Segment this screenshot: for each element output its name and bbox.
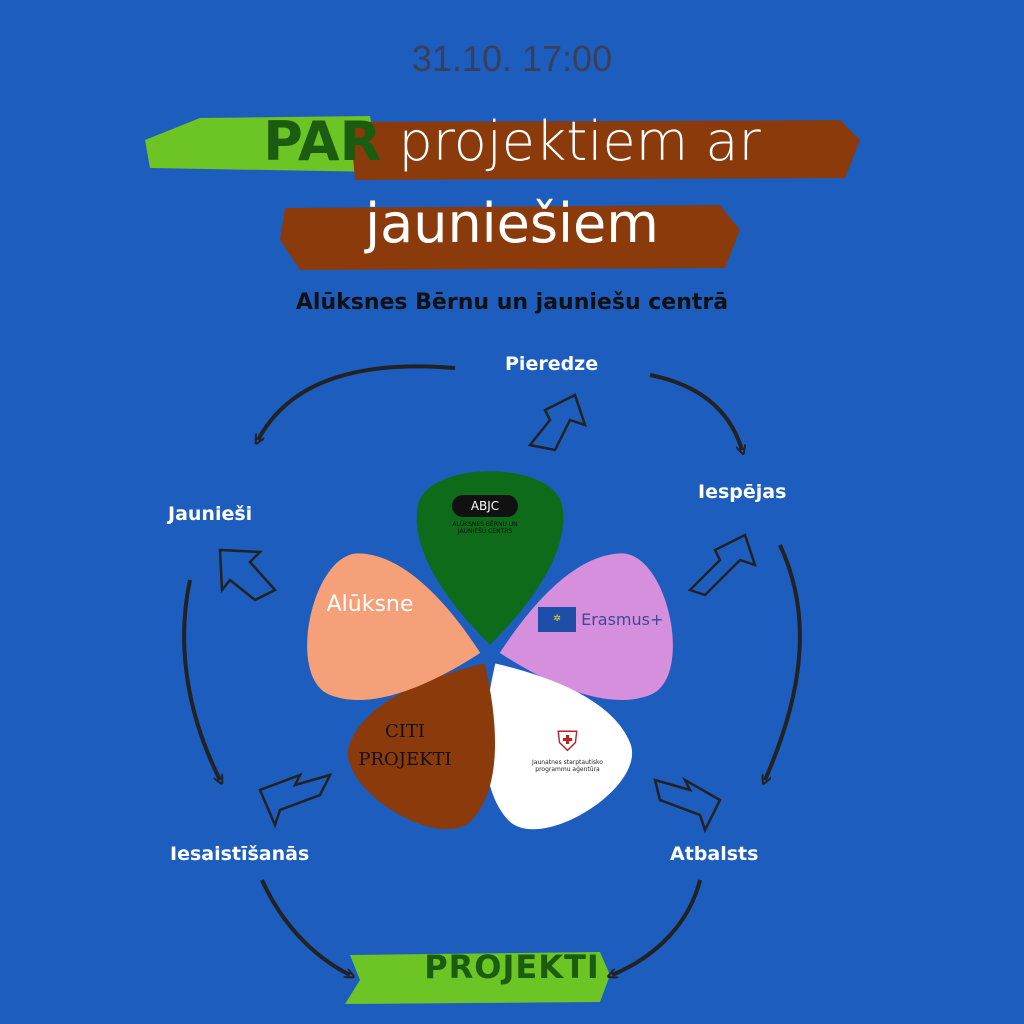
arrow-icon	[182, 579, 220, 780]
title-par: PAR	[263, 110, 382, 173]
petal-white	[484, 663, 633, 830]
label-pieredze: Pieredze	[505, 353, 599, 375]
brush-brown-1	[350, 120, 860, 180]
arrow-icon	[260, 879, 350, 975]
petal-peach	[307, 553, 481, 700]
subtitle: Alūksnes Bērnu un jauniešu centrā	[295, 290, 729, 315]
label-jauniesi: Jaunieši	[168, 503, 253, 525]
title-line-1: PAR projektiem ar	[0, 110, 1024, 173]
bent-arrow-icon	[218, 548, 278, 602]
bent-arrow-icon	[653, 776, 722, 834]
event-date: 31.10. 17:00	[411, 38, 613, 79]
arrow-icon	[765, 544, 802, 780]
citi-line-1: CITI	[385, 721, 425, 742]
brush-green	[145, 116, 380, 172]
projekti-label: PROJEKTI	[424, 948, 600, 986]
title-line-2: jauniešiem	[365, 192, 659, 255]
arrow-icon	[258, 364, 456, 440]
citi-line-2: PROJEKTI	[358, 749, 452, 770]
petal-green	[416, 471, 564, 645]
jspa-logo: ⛨ Jaunatnes starptautisko programmu aģen…	[525, 725, 610, 773]
petal-brown	[347, 663, 496, 830]
coat-of-arms-icon: ⛨	[556, 725, 578, 758]
bent-arrow-icon	[258, 772, 333, 829]
label-iespejas: Iespējas	[698, 481, 787, 503]
bent-arrow-icon	[687, 533, 757, 597]
arrow-icon	[649, 373, 742, 450]
aluksne-logo: Alūksne	[326, 592, 414, 617]
brush-brown-2	[280, 205, 740, 270]
label-iesaistisanas: Iesaistīšanās	[170, 843, 310, 865]
arrow-icon	[612, 879, 702, 975]
erasmus-text: Erasmus+	[581, 610, 664, 629]
abjc-logo: ABJC ALŪKSNES BĒRNU UN JAUNIEŠU CENTRS	[440, 495, 530, 535]
eu-flag-icon: ✲	[538, 607, 576, 632]
title-rest: projektiem ar	[398, 110, 761, 173]
bent-arrow-icon	[527, 393, 587, 452]
jspa-caption: Jaunatnes starptautisko programmu aģentū…	[532, 759, 603, 773]
abjc-logo-text: ABJC	[452, 495, 518, 517]
label-atbalsts: Atbalsts	[670, 843, 759, 865]
petal-lilac	[499, 553, 673, 700]
abjc-caption: ALŪKSNES BĒRNU UN JAUNIEŠU CENTRS	[452, 521, 518, 535]
erasmus-logo: ✲ Erasmus+	[538, 607, 688, 632]
citi-projekti: CITI PROJEKTI	[345, 718, 465, 774]
brush-green-bottom	[345, 952, 610, 1004]
